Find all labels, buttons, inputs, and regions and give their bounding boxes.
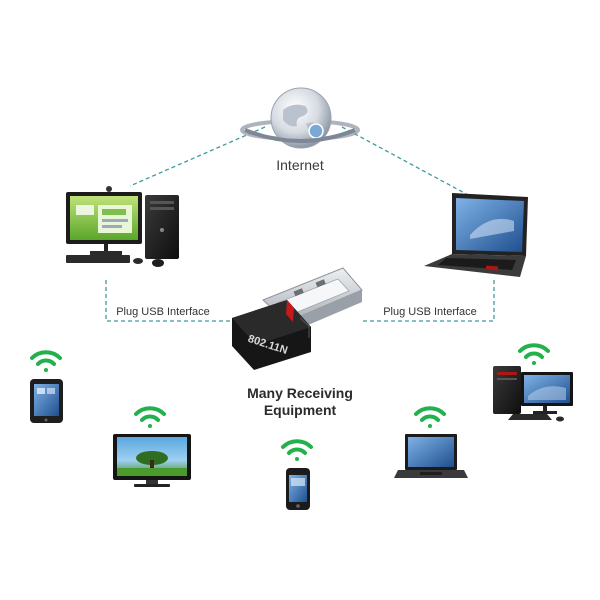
wifi-icon [518,343,550,365]
line-right-laptop-adapter [362,280,495,322]
line-left-pc-adapter [105,280,238,322]
desktop-pc-icon [493,366,573,422]
tv-icon [113,434,191,487]
tablet-icon [30,379,63,423]
usb-adapter-icon: 802.11N [232,267,363,370]
wifi-icon [281,439,313,461]
desktop-pc-icon [66,186,179,267]
wifi-icon [134,406,166,428]
globe-icon [240,87,360,149]
receivers-label: Many Receiving Equipment [247,385,353,418]
laptop-icon [424,193,528,277]
line-internet-left [129,126,266,187]
line-internet-right [341,126,471,197]
smartphone-icon [286,468,310,510]
internet-label: Internet [276,157,324,173]
receivers-label-line1: Many Receiving [247,385,353,401]
laptop-icon [394,434,468,478]
receivers-label-line2: Equipment [264,402,337,418]
wifi-icon [414,406,446,428]
right-interface-label: Plug USB Interface [383,306,477,318]
left-interface-label: Plug USB Interface [116,306,210,318]
wifi-icon [30,350,62,372]
connection-lines [105,126,495,322]
